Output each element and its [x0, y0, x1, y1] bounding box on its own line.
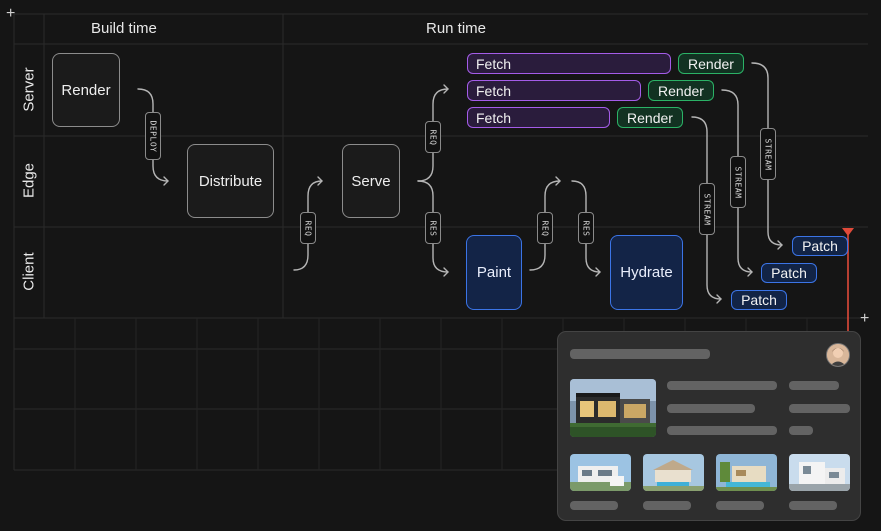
req-tag: REQ	[425, 121, 441, 153]
placeholder-line	[789, 381, 839, 390]
house-thumbnail-image	[716, 454, 777, 491]
placeholder-line	[667, 426, 777, 435]
hydrate-node[interactable]: Hydrate	[610, 235, 683, 310]
distribute-node[interactable]: Distribute	[187, 144, 274, 218]
corner-plus-icon: +	[6, 5, 16, 22]
row-title-client: Client	[20, 252, 38, 291]
patch-pill[interactable]: Patch	[792, 236, 848, 256]
res-tag: RES	[425, 212, 441, 244]
placeholder-line	[667, 381, 777, 390]
row-title-edge: Edge	[20, 162, 38, 199]
house-thumbnail-image	[789, 454, 850, 491]
fetch-pill[interactable]: Fetch	[467, 80, 641, 101]
req-tag: REQ	[300, 212, 316, 244]
patch-pill[interactable]: Patch	[731, 290, 787, 310]
column-title-run: Run time	[426, 20, 487, 37]
fetch-pill[interactable]: Fetch	[467, 107, 610, 128]
server-render-pill[interactable]: Render	[678, 53, 744, 74]
res-tag: RES	[578, 212, 594, 244]
column-title-build: Build time	[91, 20, 157, 37]
avatar	[826, 343, 850, 367]
corner-plus-icon: +	[860, 310, 870, 327]
patch-pill[interactable]: Patch	[761, 263, 817, 283]
render-node[interactable]: Render	[52, 53, 120, 127]
house-hero-image	[570, 379, 656, 437]
stream-tag: STREAM	[760, 128, 776, 180]
placeholder-line	[716, 501, 764, 510]
timeline-marker	[842, 228, 854, 236]
serve-node[interactable]: Serve	[342, 144, 400, 218]
server-render-pill[interactable]: Render	[648, 80, 714, 101]
placeholder-line	[643, 501, 691, 510]
placeholder-line	[789, 501, 837, 510]
placeholder-line	[667, 404, 755, 413]
req-tag: REQ	[537, 212, 553, 244]
deploy-tag: DEPLOY	[145, 112, 161, 160]
house-thumbnail-image	[643, 454, 704, 491]
placeholder-line	[789, 426, 813, 435]
row-title-server: Server	[20, 67, 38, 112]
house-thumbnail-image	[570, 454, 631, 491]
paint-node[interactable]: Paint	[466, 235, 522, 310]
fetch-pill[interactable]: Fetch	[467, 53, 671, 74]
stream-tag: STREAM	[730, 156, 746, 208]
server-render-pill[interactable]: Render	[617, 107, 683, 128]
stream-tag: STREAM	[699, 183, 715, 235]
placeholder-line	[570, 501, 618, 510]
placeholder-line	[789, 404, 850, 413]
page-preview-card	[557, 331, 861, 521]
placeholder-title-bar	[570, 349, 710, 359]
